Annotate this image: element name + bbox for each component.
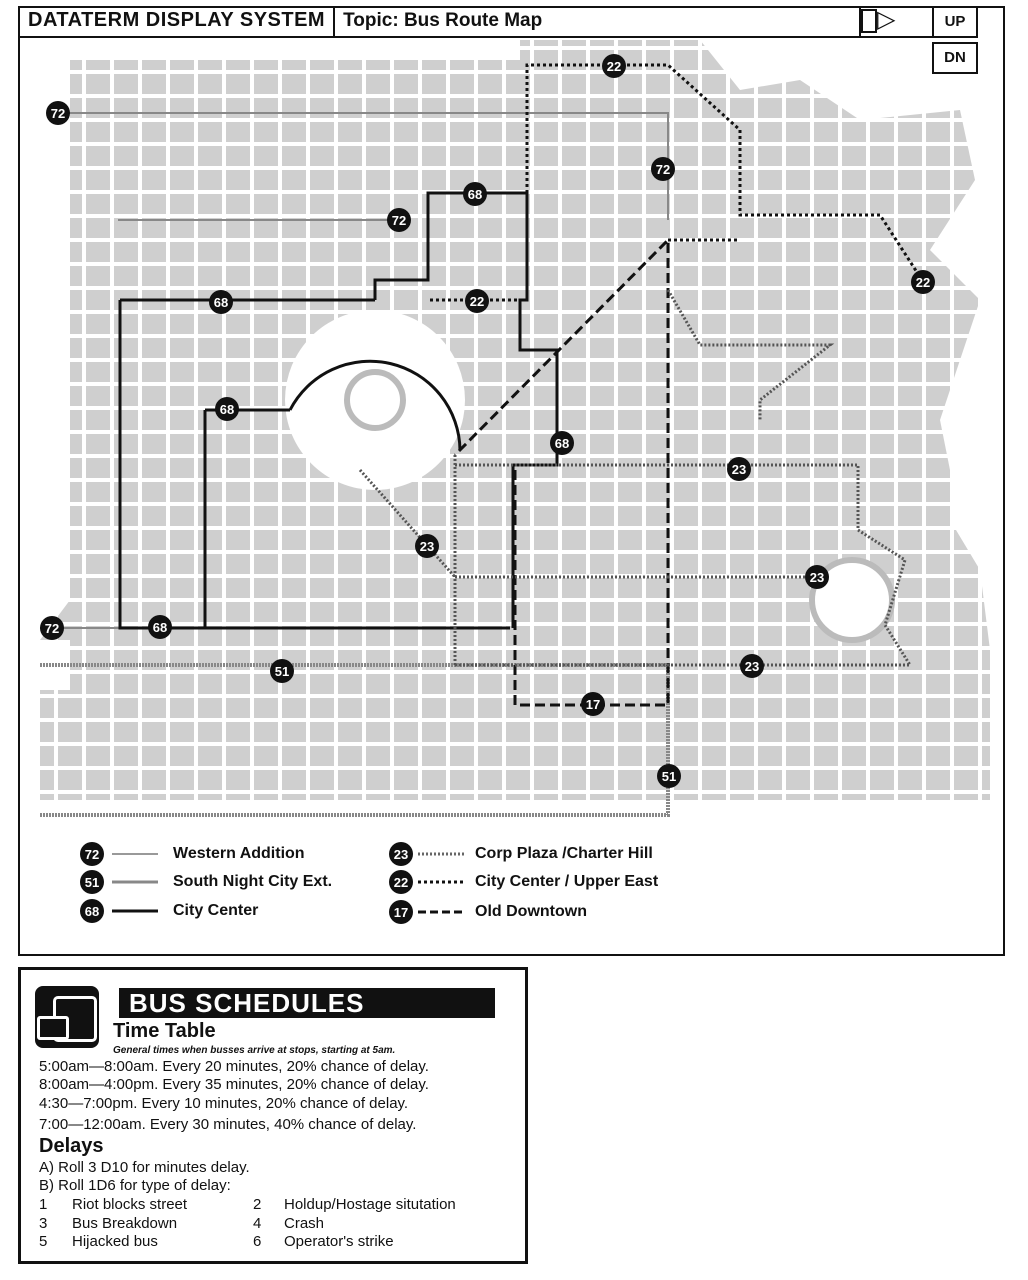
delays-heading: Delays	[39, 1135, 104, 1157]
badge-22: 22	[465, 289, 489, 313]
badge-68: 68	[550, 431, 574, 455]
legend-label: City Center	[173, 902, 259, 919]
svg-text:68: 68	[85, 904, 99, 919]
route-badges: 72 72 72 72 51 51 68 68 68 68 68 23 23 2…	[40, 54, 935, 788]
delay-num: 2	[253, 1196, 262, 1213]
svg-text:23: 23	[745, 659, 759, 674]
title-bar: DATATERM DISPLAY SYSTEM Topic: Bus Route…	[18, 6, 933, 38]
badge-51: 51	[270, 659, 294, 683]
svg-text:68: 68	[220, 402, 234, 417]
badge-23: 23	[805, 565, 829, 589]
svg-text:68: 68	[555, 436, 569, 451]
time-row: 4:30—7:00pm. Every 10 minutes, 20% chanc…	[39, 1095, 409, 1112]
scroll-slider[interactable]: ▷	[859, 6, 933, 36]
svg-text:23: 23	[810, 570, 824, 585]
city-blocks	[40, 40, 990, 800]
svg-text:23: 23	[732, 462, 746, 477]
badge-23: 23	[727, 457, 751, 481]
route-17-line	[453, 236, 670, 707]
bus-icon	[35, 986, 99, 1048]
delay-type: Bus Breakdown	[72, 1215, 178, 1232]
delay-b: B) Roll 1D6 for type of delay:	[39, 1177, 231, 1194]
svg-text:68: 68	[468, 187, 482, 202]
legend-label: Western Addition	[173, 845, 305, 862]
route-23-line	[358, 289, 913, 667]
svg-text:72: 72	[656, 162, 670, 177]
delay-num: 3	[39, 1215, 48, 1232]
time-row: 5:00am—8:00am. Every 20 minutes, 20% cha…	[39, 1058, 429, 1075]
delay-num: 6	[253, 1233, 262, 1250]
svg-text:68: 68	[153, 620, 167, 635]
slider-knob[interactable]	[861, 9, 877, 33]
svg-text:17: 17	[586, 697, 600, 712]
up-button[interactable]: UP	[932, 6, 978, 38]
badge-23: 23	[740, 654, 764, 678]
badge-72: 72	[387, 208, 411, 232]
bus-schedules-panel: BUS SCHEDULES Time Table General times w…	[18, 967, 528, 1264]
dataterm-window	[18, 6, 1005, 956]
svg-text:68: 68	[214, 295, 228, 310]
legend-label: City Center / Upper East	[475, 873, 659, 890]
badge-17: 17	[581, 692, 605, 716]
route-lines	[40, 63, 924, 817]
svg-text:72: 72	[85, 847, 99, 862]
svg-text:23: 23	[420, 539, 434, 554]
svg-text:23: 23	[394, 847, 408, 862]
badge-23: 23	[415, 534, 439, 558]
delay-type: Riot blocks street	[72, 1196, 188, 1213]
time-row: 7:00—12:00am. Every 30 minutes, 40% chan…	[39, 1116, 417, 1133]
time-row: 8:00am—4:00pm. Every 35 minutes, 20% cha…	[39, 1076, 429, 1093]
legend-label: Corp Plaza /Charter Hill	[475, 845, 653, 862]
badge-22: 22	[911, 270, 935, 294]
play-arrow-icon: ▷	[877, 6, 896, 33]
delay-type: Hijacked bus	[72, 1233, 158, 1250]
schedules-title: BUS SCHEDULES	[119, 988, 495, 1018]
legend-label: South Night City Ext.	[173, 873, 333, 890]
svg-text:72: 72	[51, 106, 65, 121]
timetable-note: General times when busses arrive at stop…	[113, 1045, 396, 1056]
delay-num: 4	[253, 1215, 262, 1232]
svg-text:51: 51	[662, 769, 676, 784]
route-51-line	[40, 663, 670, 817]
delay-type: Holdup/Hostage situtation	[284, 1196, 456, 1213]
delay-num: 1	[39, 1196, 48, 1213]
delay-type: Crash	[284, 1215, 325, 1232]
delay-num: 5	[39, 1233, 48, 1250]
badge-68: 68	[209, 290, 233, 314]
topic-title: Topic: Bus Route Map	[343, 10, 543, 31]
badge-51: 51	[657, 764, 681, 788]
svg-text:51: 51	[275, 664, 289, 679]
badge-72: 72	[46, 101, 70, 125]
svg-text:22: 22	[916, 275, 930, 290]
badge-68: 68	[148, 615, 172, 639]
svg-text:22: 22	[394, 875, 408, 890]
delay-a: A) Roll 3 D10 for minutes delay.	[39, 1159, 250, 1176]
down-button[interactable]: DN	[932, 42, 978, 74]
badge-68: 68	[463, 182, 487, 206]
svg-text:22: 22	[470, 294, 484, 309]
svg-text:17: 17	[394, 905, 408, 920]
badge-22: 22	[602, 54, 626, 78]
svg-text:72: 72	[45, 621, 59, 636]
delay-type: Operator's strike	[284, 1233, 394, 1250]
badge-72: 72	[651, 157, 675, 181]
legend-label: Old Downtown	[475, 903, 587, 920]
route-68-line	[118, 191, 559, 630]
legend: 72 51 68 23 22 17	[80, 842, 464, 924]
badge-68: 68	[215, 397, 239, 421]
badge-72: 72	[40, 616, 64, 640]
bus-route-map: 72 72 72 72 51 51 68 68 68 68 68 23 23 2…	[40, 40, 990, 924]
svg-text:72: 72	[392, 213, 406, 228]
svg-text:51: 51	[85, 875, 99, 890]
system-title: DATATERM DISPLAY SYSTEM	[18, 6, 336, 36]
svg-text:22: 22	[607, 59, 621, 74]
timetable-heading: Time Table	[113, 1020, 216, 1042]
